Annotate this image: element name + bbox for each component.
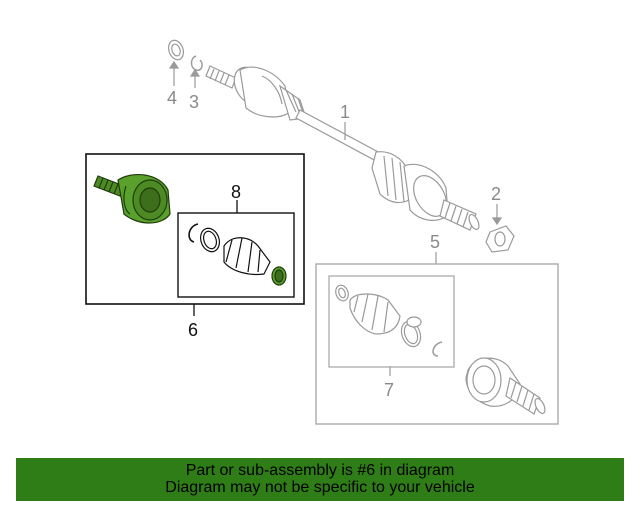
snap-ring	[188, 223, 199, 243]
leader-lines-grey	[168, 60, 503, 376]
banner-line-1: Part or sub-assembly is #6 in diagram	[185, 462, 455, 479]
washer-part-4	[167, 39, 185, 61]
callout-6: 6	[188, 320, 198, 340]
inner-joint-highlighted	[93, 173, 171, 224]
outer-spline-stub	[439, 199, 480, 231]
banner-line-2: Diagram may not be specific to your vehi…	[165, 479, 475, 496]
left-spline-stub	[205, 65, 237, 89]
callout-4: 4	[167, 88, 177, 108]
leader-lines-dark	[193, 200, 238, 316]
outer-cv-joint	[465, 357, 546, 415]
callout-3: 3	[189, 92, 199, 112]
callout-5: 5	[430, 232, 440, 252]
small-clamp-highlighted	[271, 266, 287, 286]
info-banner: Part or sub-assembly is #6 in diagram Di…	[16, 458, 624, 501]
axle-nut-part-2	[485, 225, 515, 253]
callout-8: 8	[231, 182, 241, 202]
box-part-5	[315, 263, 559, 425]
axle-shaft-assembly	[205, 65, 480, 231]
snap-ring-part-3	[190, 55, 203, 72]
outer-boot	[371, 151, 415, 204]
box-part-7	[328, 275, 455, 368]
callout-1: 1	[340, 102, 350, 122]
inner-joint-housing	[233, 66, 291, 118]
outer-boot-kit-parts	[335, 284, 443, 357]
box-part-8	[177, 212, 295, 298]
boot-kit-parts	[188, 223, 271, 276]
box-part-6	[85, 153, 305, 305]
shaft-bar	[295, 109, 383, 163]
callout-7: 7	[384, 380, 394, 400]
outer-joint-housing	[403, 163, 449, 221]
callout-2: 2	[491, 184, 501, 204]
